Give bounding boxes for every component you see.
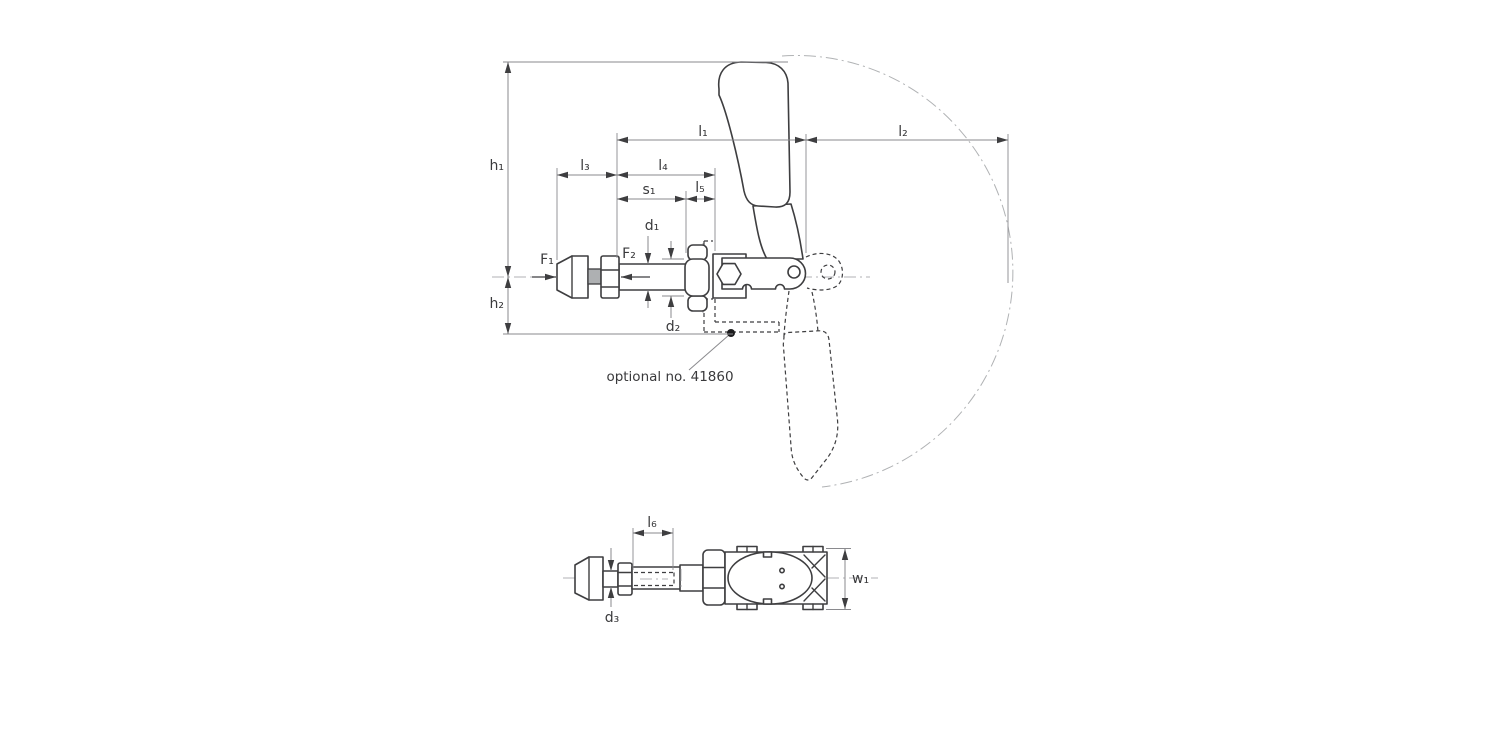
dashed-grip: [782, 330, 839, 481]
tip-shaft-top: [602, 570, 619, 588]
handle-released-dashed: [782, 252, 844, 481]
small-nut-top: [617, 562, 633, 596]
dashed-neck-right: [811, 291, 819, 333]
label-l1: l₁: [698, 124, 708, 140]
note-leader-line: [688, 334, 730, 371]
top-view: l₆ d₃ w₁: [563, 515, 878, 626]
label-l3: l₃: [580, 158, 590, 174]
label-h2: h₂: [490, 296, 505, 312]
label-l6: l₆: [647, 515, 657, 531]
label-d2: d₂: [666, 319, 681, 335]
clamp-solid-geometry: [556, 61, 807, 312]
label-F1: F₁: [540, 252, 554, 268]
handle-neck: [752, 203, 804, 260]
hex-boss: [716, 262, 742, 286]
label-F2: F₂: [622, 246, 636, 262]
label-l5: l₅: [695, 180, 705, 196]
lever-slot-bottom: [762, 598, 773, 605]
lever-slot-top: [762, 551, 773, 558]
spindle-nut: [600, 255, 620, 299]
label-l2: l₂: [898, 124, 908, 140]
label-s1: s₁: [643, 182, 656, 198]
spindle-collar-top: [679, 564, 704, 592]
big-nut-top: [702, 549, 726, 606]
top-view-geometry: [574, 545, 828, 611]
label-h1: h₁: [490, 158, 505, 174]
label-w1: w₁: [852, 571, 869, 587]
lever-ellipse-top: [727, 551, 813, 605]
fold-line-3: [811, 554, 826, 569]
handle-grip: [717, 61, 791, 208]
note-marker-dot: [727, 329, 735, 337]
label-l4: l₄: [658, 158, 668, 174]
dashed-pivot-hole: [820, 264, 836, 280]
washer-middle: [684, 258, 710, 297]
tip-shaft: [587, 268, 602, 285]
dimensions-side-view: h₁ h₂ l₁ l₂ l₃ l₄ s₁ l₅ d₁ d₂: [490, 61, 1009, 335]
label-d1: d₁: [645, 218, 660, 234]
pivot-hole: [787, 265, 801, 279]
fold-line-4: [811, 587, 826, 602]
dashed-lever-end: [805, 252, 844, 291]
handle-swing-arc: [781, 55, 1014, 488]
dimensions-top-view: l₆ d₃ w₁: [605, 515, 869, 626]
rivet-dot-2: [778, 583, 785, 590]
side-view: optional no. 41860 h₁ h₂ l₁ l₂: [490, 55, 1014, 488]
washer-top: [687, 244, 708, 261]
washer-bottom: [687, 295, 708, 312]
dashed-neck-left: [783, 290, 790, 336]
label-d3: d₃: [605, 610, 620, 626]
rivet-dot-1: [778, 567, 785, 574]
lever-plate: [721, 257, 807, 290]
note-callout: optional no. 41860: [606, 329, 735, 385]
optional-note: optional no. 41860: [606, 369, 733, 385]
